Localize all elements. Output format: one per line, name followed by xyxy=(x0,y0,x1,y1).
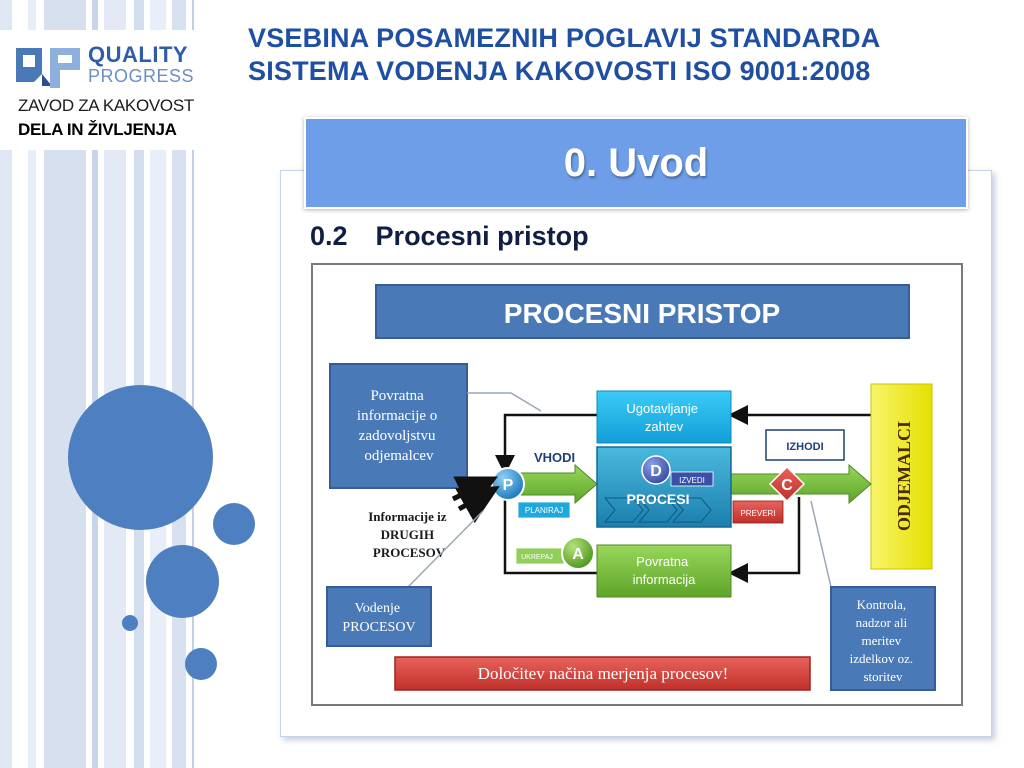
check-letter: C xyxy=(781,477,793,494)
outputs-label: IZHODI xyxy=(786,441,823,453)
do-tag xyxy=(670,471,714,487)
diagram-frame: PROCESNI PRISTOP Povratna informacije o … xyxy=(311,263,963,706)
process-diagram: PROCESNI PRISTOP Povratna informacije o … xyxy=(326,284,936,691)
left-stripe xyxy=(134,0,144,768)
right-loop-line xyxy=(728,497,801,583)
pointer-line xyxy=(467,392,542,412)
logo-tagline-1: ZAVOD ZA KAKOVOST xyxy=(18,96,194,115)
control-box xyxy=(830,586,936,691)
control-text: Kontrola, nadzor ali meritev izdelkov oz… xyxy=(850,597,917,684)
customer-feedback-box xyxy=(329,363,468,489)
act-letter: A xyxy=(572,546,584,563)
do-tag-label: IZVEDI xyxy=(679,476,705,485)
left-stripe-divider xyxy=(192,0,194,768)
other-processes-text: Informacije iz DRUGIH PROCESOV xyxy=(368,509,450,560)
logo-qp-icon xyxy=(16,48,80,88)
section-title: 0. Uvod xyxy=(563,140,709,185)
top-loop-line xyxy=(495,413,597,475)
requirements-text: Ugotavljanje zahtev xyxy=(626,401,701,434)
inputs-label: VHODI xyxy=(534,450,575,465)
plan-tag xyxy=(517,501,571,519)
act-tag-label: UKREPAJ xyxy=(521,554,553,561)
customers-label: ODJEMALCI xyxy=(894,421,914,531)
logo-word-quality: QUALITY xyxy=(88,42,189,67)
pointer-line xyxy=(810,500,832,588)
slide-title-line-1: VSEBINA POSAMEZNIH POGLAVIJ STANDARDA xyxy=(248,23,881,53)
outputs-label-box xyxy=(765,429,845,461)
check-diamond xyxy=(768,465,806,503)
logo-tagline-2: DELA IN ŽIVLJENJA xyxy=(18,120,177,139)
subsection-number: 0.2 xyxy=(310,221,348,251)
decor-circle xyxy=(213,503,255,545)
requirements-box xyxy=(596,390,732,444)
left-stripe xyxy=(0,0,12,768)
subsection-title: Procesni pristop xyxy=(375,221,589,251)
do-letter: D xyxy=(650,463,662,480)
decor-circle xyxy=(146,545,219,618)
customer-feedback-text: Povratna informacije o zadovoljstvu odje… xyxy=(357,388,441,464)
decor-circle xyxy=(122,615,138,631)
customers-bar xyxy=(870,383,933,570)
plan-tag-label: PLANIRAJ xyxy=(525,506,563,515)
pointer-line xyxy=(407,510,484,588)
plan-letter: P xyxy=(503,477,514,494)
section-header: 0. Uvod xyxy=(304,117,968,209)
left-stripe xyxy=(92,0,98,768)
act-circle xyxy=(561,536,595,570)
feedback-text: Povratna informacija xyxy=(633,554,697,587)
managing-processes-box xyxy=(326,586,432,647)
measurement-banner xyxy=(394,656,811,691)
diagram-title-banner xyxy=(375,284,910,339)
left-stripe xyxy=(104,0,126,768)
managing-processes-text: Vodenje PROCESOV xyxy=(342,601,415,635)
check-tag-label: PREVERI xyxy=(740,509,775,518)
decor-circle xyxy=(185,648,217,680)
do-circle xyxy=(641,455,671,485)
other-process-arrow xyxy=(455,486,500,524)
left-stripe xyxy=(28,0,36,768)
slide-title: VSEBINA POSAMEZNIH POGLAVIJ STANDARDA SI… xyxy=(248,22,1008,88)
slide-title-line-2: SISTEMA VODENJA KAKOVOSTI ISO 9001:2008 xyxy=(248,56,871,86)
process-chevrons xyxy=(603,497,712,523)
subsection-heading: 0.2 Procesni pristop xyxy=(310,220,589,252)
processes-label: PROCESI xyxy=(626,491,689,507)
feedback-box xyxy=(596,544,732,598)
logo-word-progress: PROGRESS xyxy=(88,66,195,86)
measurement-text: Določitev načina merjenja procesov! xyxy=(478,664,729,683)
diagram-title: PROCESNI PRISTOP xyxy=(504,298,780,329)
check-tag xyxy=(732,500,784,524)
bottom-loop-line xyxy=(503,497,597,575)
decor-circle xyxy=(68,385,213,530)
